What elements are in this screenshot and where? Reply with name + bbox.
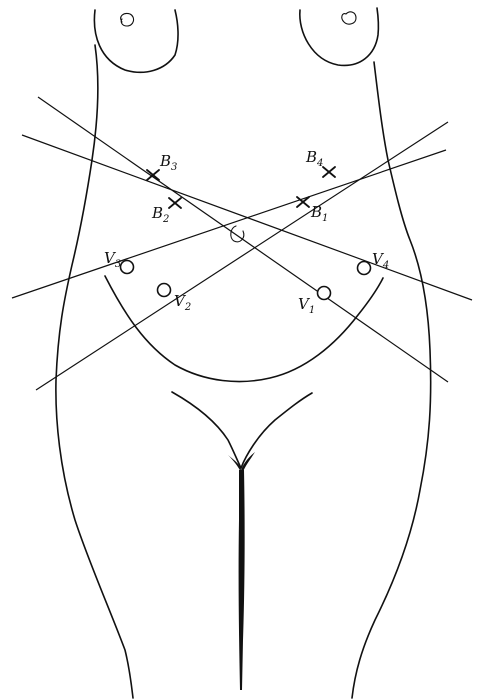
marker-b3-x-icon	[146, 169, 160, 181]
pubic-mark	[228, 452, 255, 474]
marker-b4-x-icon	[322, 166, 336, 178]
marker-v2-circle-icon	[156, 282, 172, 298]
marker-v1-circle-icon	[316, 285, 332, 301]
x-markers	[146, 166, 336, 209]
ray-b4-v2	[35, 121, 449, 391]
ray-b3-v1	[37, 96, 449, 383]
belly-contour	[104, 275, 384, 383]
left-torso-outline	[55, 44, 134, 699]
left-breast-outline	[93, 9, 179, 74]
ray-b1-v3	[11, 149, 447, 299]
marker-v4-circle-icon	[356, 260, 372, 276]
label-v4: V4	[372, 250, 389, 271]
label-v1: V1	[298, 295, 315, 316]
label-v3: V3	[104, 249, 121, 270]
label-b4: B4	[305, 148, 323, 169]
left-nipple-icon	[120, 12, 135, 27]
ray-lines	[11, 96, 473, 391]
navel-icon	[230, 225, 245, 243]
label-b3: B3	[159, 152, 177, 173]
marker-b1-x-icon	[296, 196, 310, 208]
right-torso-outline	[351, 61, 432, 699]
inner-leg-line	[238, 470, 245, 690]
label-b2: B2	[151, 204, 169, 225]
right-nipple-icon	[341, 11, 357, 25]
marker-v3-circle-icon	[119, 259, 135, 275]
label-b1: B1	[310, 203, 328, 224]
right-breast-outline	[299, 7, 380, 67]
label-v2: V2	[174, 292, 191, 313]
o-markers	[119, 259, 372, 301]
groin-outline	[171, 391, 313, 469]
marker-b2-x-icon	[168, 197, 182, 209]
